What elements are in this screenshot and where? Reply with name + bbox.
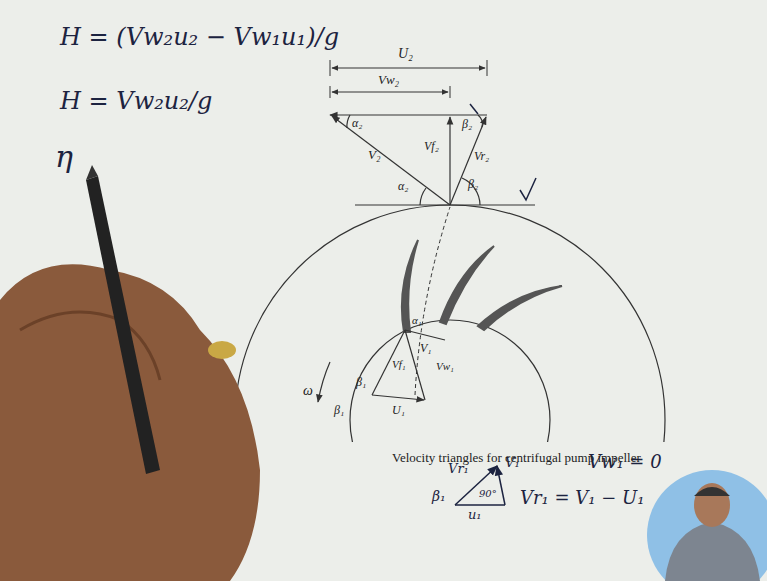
video-inset <box>647 470 767 581</box>
angle-label: α₂ <box>398 180 408 194</box>
velocity-label: u₁ <box>468 508 482 523</box>
rotation-label: ω <box>303 383 313 399</box>
angle-label: α₂ <box>352 117 362 131</box>
equation: H = Vw₂u₂/g <box>60 88 212 116</box>
dimension-label: U₂ <box>398 46 413 62</box>
velocity-label: Vr₂ <box>474 150 489 164</box>
dimension-lines <box>330 60 487 98</box>
velocity-label: U₁ <box>392 404 405 418</box>
velocity-label: V₂ <box>368 148 380 163</box>
symbol: η <box>55 140 73 175</box>
velocity-label: Vf₁ <box>392 358 406 371</box>
equation: H = (Vw₂u₂ − Vw₁u₁)/g <box>60 24 339 52</box>
angle-label: β₁ <box>432 488 446 504</box>
impeller <box>235 205 665 442</box>
angle-label: 90° <box>479 488 497 500</box>
dimension-label: Vw₂ <box>378 73 399 88</box>
angle-label: β₁ <box>334 404 344 418</box>
outlet-velocity-triangle <box>330 115 535 205</box>
equation: Vr₁ = V₁ − U₁ <box>520 488 644 509</box>
hand-ticks <box>470 104 536 200</box>
angle-label: α₁ <box>412 314 422 327</box>
velocity-label: Vw₁ <box>436 360 454 373</box>
presenter-hand <box>0 165 260 581</box>
inlet-velocity-triangle <box>318 330 445 402</box>
velocity-label: V₁ <box>420 342 432 356</box>
figure-caption: Velocity triangles for centrifugal pump … <box>392 450 641 466</box>
angle-label: β₁ <box>356 376 366 390</box>
angle-label: β₂ <box>462 118 472 132</box>
velocity-label: Vf₂ <box>424 140 439 154</box>
angle-label: β₂ <box>468 178 478 192</box>
